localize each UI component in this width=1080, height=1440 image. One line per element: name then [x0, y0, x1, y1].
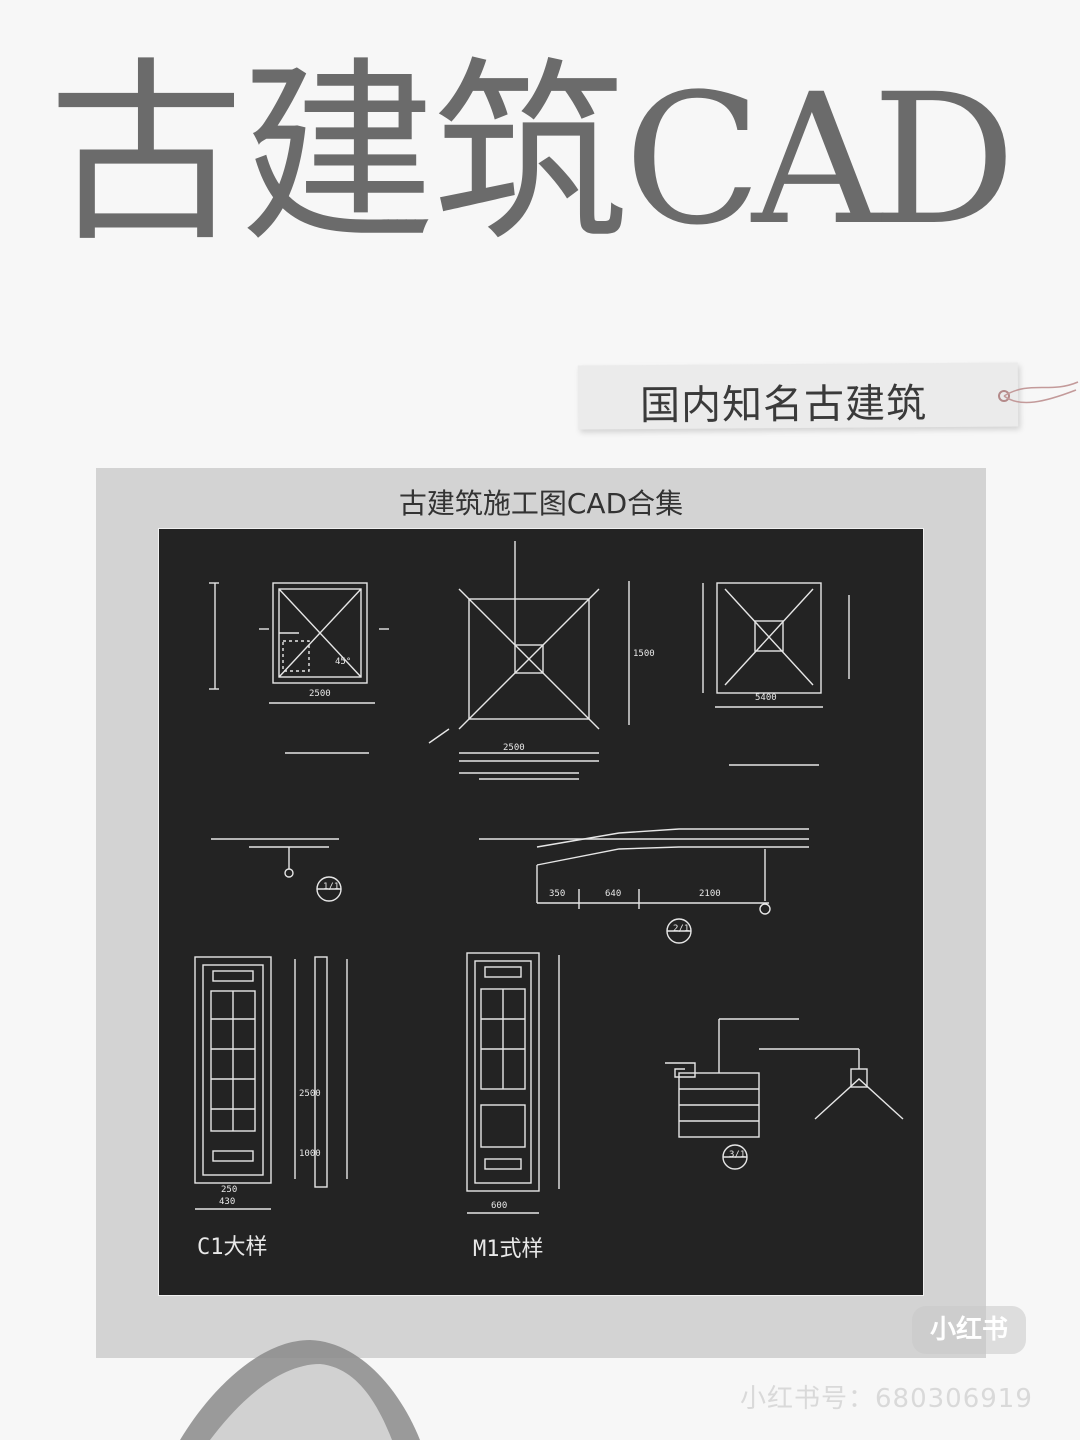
frame-title: 古建筑施工图CAD合集 — [398, 487, 684, 520]
drawing-frame: 古建筑施工图CAD合集 — [96, 468, 986, 1358]
ink-brush-stroke-icon — [180, 1340, 420, 1440]
window-c1-elevation — [194, 956, 348, 1210]
dim-label-11: 1500 — [633, 649, 655, 659]
title-cjk: 古建筑 — [48, 41, 628, 269]
cad-drawing: C1大样 M1式样 2500 5400 2500 350 640 2100 43… — [158, 528, 924, 1296]
cad-drawing-canvas — [194, 541, 904, 1214]
plan-drawing-2 — [428, 541, 630, 774]
dim-label-9: 250 — [221, 1185, 238, 1195]
plan-drawing-3 — [702, 582, 850, 766]
label-c1: C1大样 — [197, 1235, 268, 1260]
eave-detail — [665, 1018, 904, 1170]
dim-label-10: 2500 — [299, 1089, 321, 1099]
dim-label-6: 2100 — [699, 889, 721, 899]
dim-label-4: 350 — [549, 889, 566, 899]
section-mark-2: 2/1 — [673, 924, 690, 934]
section-drawing-2 — [479, 778, 809, 944]
dim-label-1: 2500 — [309, 689, 331, 699]
page-title: 古建筑CAD — [48, 40, 1048, 270]
tag-string-icon — [998, 381, 1079, 404]
section-mark-1: 1/1 — [323, 882, 340, 892]
section-drawing-1 — [211, 838, 342, 902]
hang-tag: 国内知名古建筑 — [577, 362, 1019, 430]
dim-label-3: 2500 — [503, 743, 525, 753]
dim-label-7: 430 — [219, 1197, 236, 1207]
plan-drawing-1 — [209, 582, 389, 754]
watermark-logo: 小红书 — [912, 1306, 1026, 1354]
tag-text: 国内知名古建筑 — [639, 381, 928, 430]
door-m1-elevation — [466, 952, 560, 1214]
dim-label-8: 600 — [491, 1201, 508, 1211]
label-m1: M1式样 — [473, 1237, 544, 1262]
watermark-id: 小红书号：680306919 — [740, 1384, 1033, 1414]
dim-label-12: 1000 — [299, 1149, 321, 1159]
dim-label-2: 5400 — [755, 693, 777, 703]
angle-label: 45° — [335, 657, 352, 667]
section-mark-3: 3/1 — [729, 1150, 746, 1160]
title-latin: CAD — [624, 56, 1016, 265]
dim-label-5: 640 — [605, 889, 622, 899]
